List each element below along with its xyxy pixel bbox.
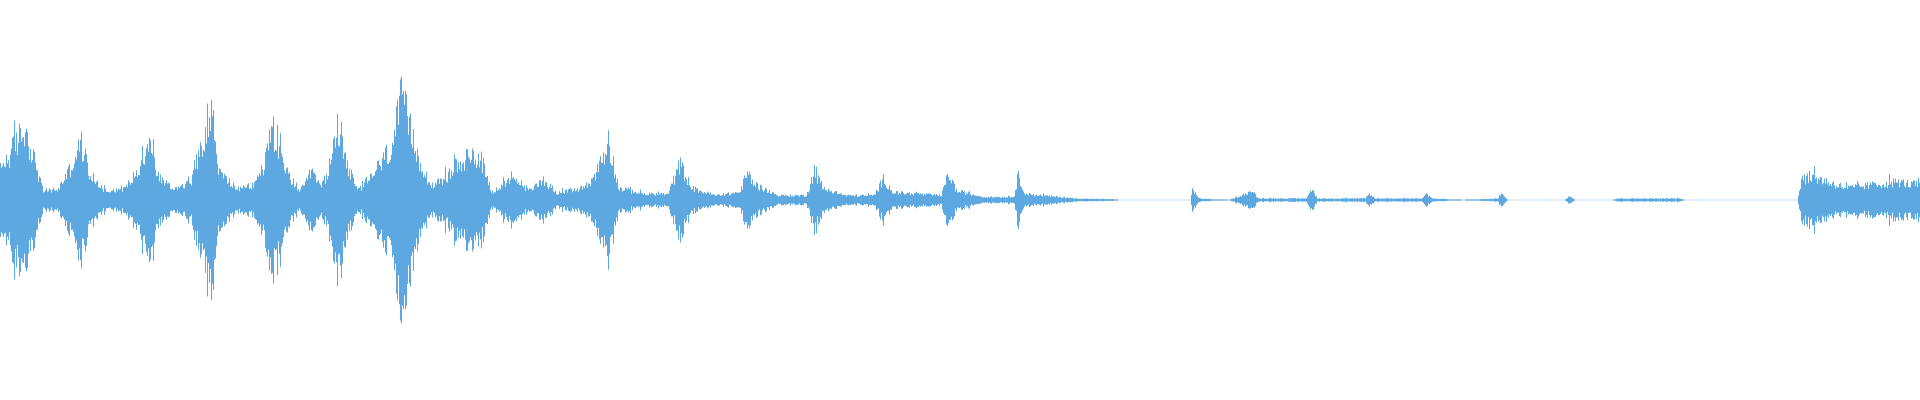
waveform-strokes bbox=[0, 76, 1920, 324]
waveform-path bbox=[0, 76, 1920, 324]
